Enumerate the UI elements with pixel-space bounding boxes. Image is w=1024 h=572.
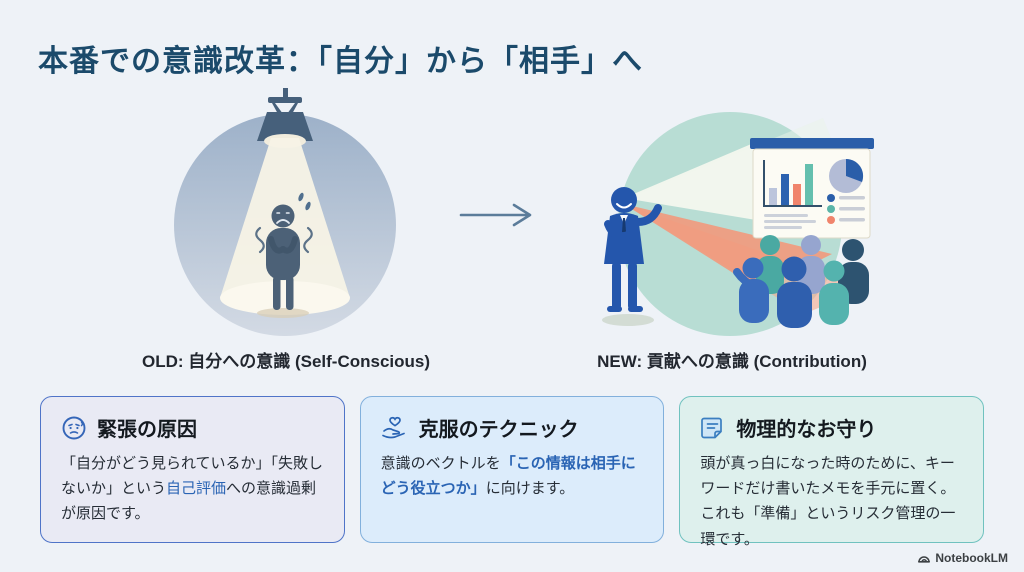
old-label: OLD: 自分への意識 (Self-Conscious) [141, 352, 431, 371]
card-cause-of-tension: 緊張の原因 「自分がどう見られているか」「失敗しないか」という自己評価への意識過… [40, 396, 345, 543]
audience-group [733, 235, 869, 328]
footer-brand-text: NotebookLM [935, 551, 1008, 565]
card-physical-talisman: 物理的なお守り 頭が真っ白になった時のために、キーワードだけ書いたメモを手元に置… [679, 396, 985, 548]
screen-text-lines [764, 214, 816, 229]
cards-row: 緊張の原因 「自分がどう見られているか」「失敗しないか」という自己評価への意識過… [40, 396, 985, 548]
light-spot [220, 281, 350, 315]
figure-shadow [257, 308, 309, 318]
screen-legend [827, 194, 865, 224]
pie-chart-icon [829, 158, 864, 193]
hand-heart-icon [381, 415, 409, 441]
beam-to-screen [624, 142, 756, 220]
anxious-person-icon [255, 192, 313, 310]
new-label: NEW: 貢献への意識 (Contribution) [597, 352, 867, 371]
bar-chart-icon [763, 160, 822, 207]
card-overcoming-technique: 克服のテクニック 意識のベクトルを「この情報は相手にどう役立つか」に向けます。 [359, 396, 665, 543]
card-body: 頭が真っ白になった時のために、キーワードだけ書いたメモを手元に置く。これも「準備… [700, 455, 956, 548]
worried-face-icon [61, 415, 87, 441]
new-contribution-illustration [602, 112, 874, 336]
audience-person [777, 256, 812, 328]
footer-brand: NotebookLM [917, 551, 1008, 565]
transition-arrow-icon [459, 203, 532, 227]
card-title: 克服のテクニック [418, 419, 579, 441]
card-title: 物理的なお守り [736, 419, 877, 441]
card-title: 緊張の原因 [97, 419, 197, 441]
notebooklm-logo-icon [917, 552, 931, 564]
presenter-icon [602, 187, 662, 326]
audience-person [819, 260, 849, 325]
spotlight-lamp-icon [257, 88, 313, 141]
audience-person [733, 257, 769, 323]
presentation-screen [750, 138, 874, 239]
card-body: 意識のベクトルを「この情報は相手にどう役立つか」に向けます。 [380, 455, 636, 498]
card-body: 「自分がどう見られているか」「失敗しないか」という自己評価への意識過剰が原因です… [61, 455, 324, 523]
memo-icon [700, 415, 726, 441]
old-spotlight-illustration [174, 88, 396, 336]
page-title: 本番での意識改革：「自分」から「相手」へ [38, 45, 643, 78]
